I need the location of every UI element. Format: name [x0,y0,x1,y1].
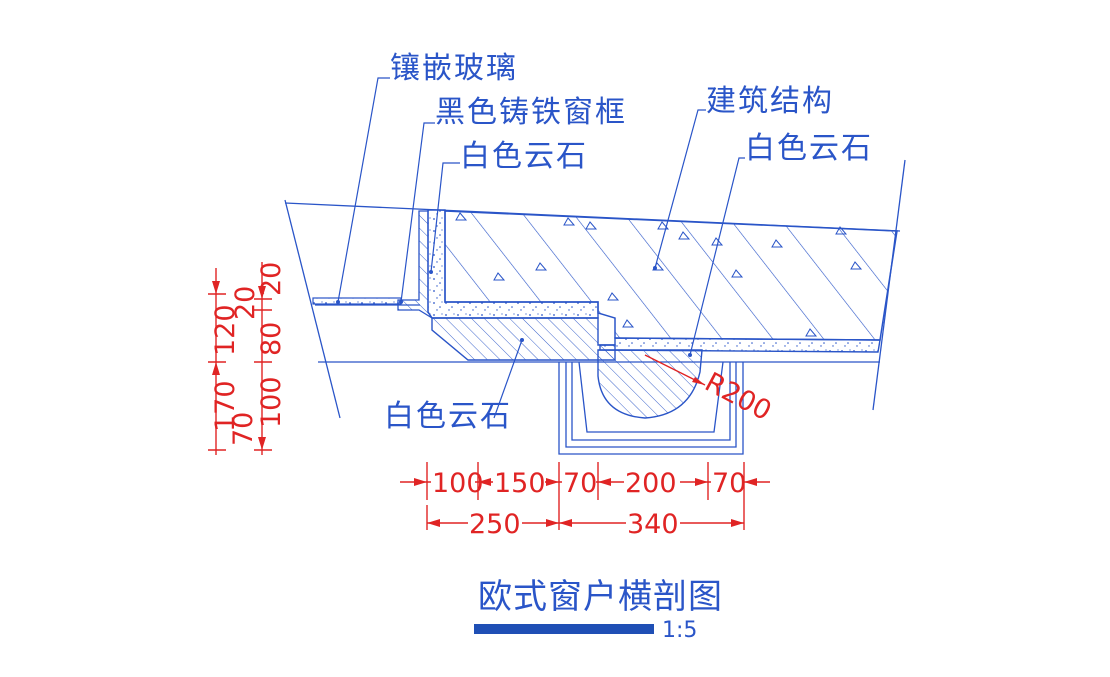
dim-80: 80 [256,322,287,356]
radius-label: R200 [700,367,777,427]
dim-70-left: 70 [563,468,597,499]
drawing-scale: 1:5 [662,618,698,643]
label-white-marble-bottom: 白色云石 [384,399,512,434]
dim-200: 200 [625,468,677,499]
label-white-marble-right: 白色云石 [745,131,873,166]
dim-250: 250 [469,509,521,540]
horizontal-dimension-values: 100 150 70 200 70 250 340 [432,468,746,540]
title-underline-bar [474,624,654,634]
label-white-marble-top: 白色云石 [460,139,588,174]
dim-70-right: 70 [712,468,746,499]
dim-340: 340 [627,509,679,540]
dim-150: 150 [494,468,546,499]
dim-170: 170 [210,380,241,432]
leader-lines [337,77,745,419]
dim-70-vertical: 70 [228,412,259,446]
black-cast-iron-frame [397,210,433,319]
drawing-title: 欧式窗户横剖图 [478,577,723,617]
vertical-dimension-values: 170 120 70 100 80 20 20 [210,262,287,446]
label-building-structure: 建筑结构 [706,84,834,119]
dim-100: 100 [432,468,484,499]
dim-100-vertical: 100 [256,376,287,428]
dim-120: 120 [210,304,241,356]
inlaid-glass [312,297,402,305]
label-black-cast-iron-frame: 黑色铸铁窗框 [435,95,627,130]
dim-20-a: 20 [230,286,261,320]
drain-channel [558,349,744,455]
dim-20-b: 20 [256,262,287,296]
label-inlaid-glass: 镶嵌玻璃 [390,51,518,86]
